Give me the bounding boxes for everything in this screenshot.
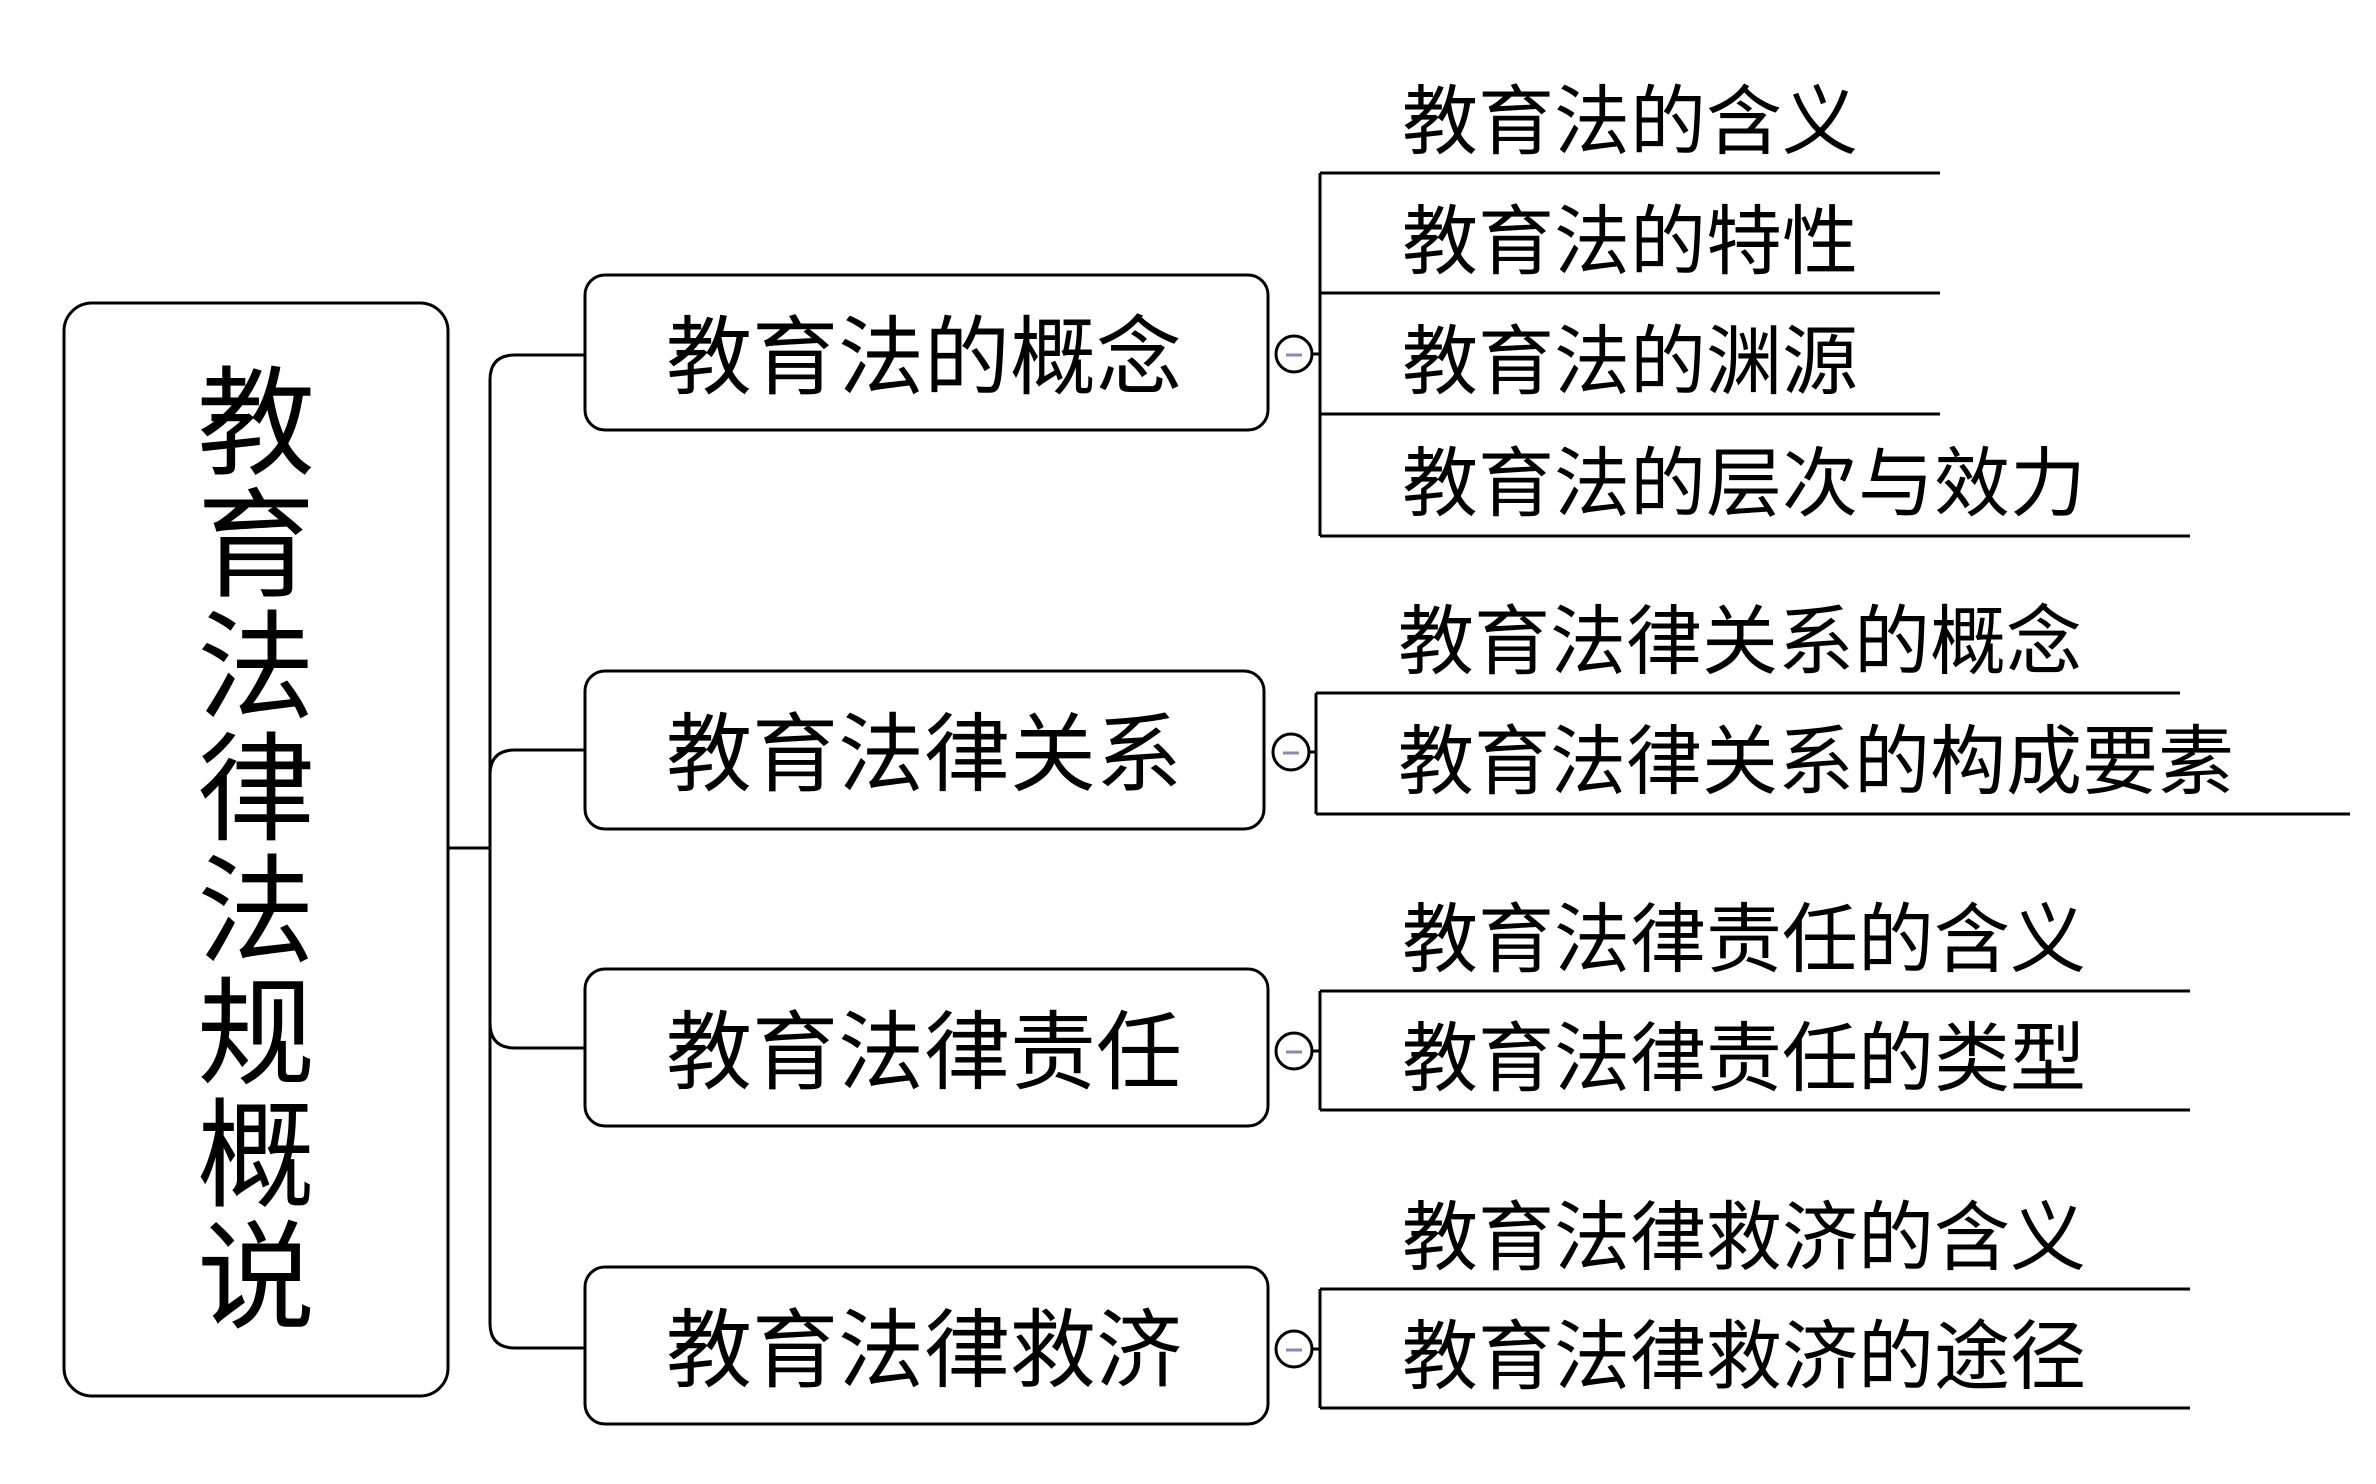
branch-node-concept[interactable]: 教育法的概念 <box>583 273 1270 432</box>
list-item[interactable]: 教育法律关系的构成要素 <box>1316 717 2350 816</box>
collapse-toggle-concept[interactable] <box>1274 334 1314 374</box>
branch-box <box>583 273 1270 432</box>
root-box <box>62 301 450 1398</box>
branch-label: 教育法律关系 <box>666 705 1182 805</box>
list-item[interactable]: 教育法律责任的含义 <box>1320 895 2190 993</box>
collapse-toggle-remedy[interactable] <box>1274 1329 1314 1369</box>
branch-box <box>583 967 1270 1128</box>
connector-branch-2 <box>488 748 585 776</box>
branch-box <box>583 1265 1270 1426</box>
root-label-char: 法 <box>197 843 315 981</box>
list-item[interactable]: 教育法律救济的途径 <box>1320 1312 2190 1410</box>
list-item[interactable]: 教育法的层次与效力 <box>1320 439 2190 538</box>
child-list-concept: 教育法的含义 教育法的特性 教育法的渊源 教育法的层次与效力 <box>1320 77 2190 538</box>
child-label: 教育法的特性 <box>1402 197 1858 286</box>
child-label: 教育法律责任的类型 <box>1402 1014 2086 1103</box>
child-label: 教育法律救济的途径 <box>1402 1312 2086 1401</box>
root-label-char: 规 <box>197 965 315 1103</box>
child-bracket-remedy <box>1312 1289 1322 1408</box>
branch-label: 教育法律救济 <box>666 1301 1182 1401</box>
child-bracket-liability <box>1312 991 1322 1110</box>
root-node[interactable]: 教育法律法规概说 <box>62 301 450 1398</box>
child-list-liability: 教育法律责任的含义 教育法律责任的类型 <box>1320 895 2190 1112</box>
collapse-toggle-liability[interactable] <box>1274 1031 1314 1071</box>
child-list-remedy: 教育法律救济的含义 教育法律救济的途径 <box>1320 1193 2190 1410</box>
list-item[interactable]: 教育法律关系的概念 <box>1316 597 2180 695</box>
root-connectors <box>448 353 585 1350</box>
list-item[interactable]: 教育法的含义 <box>1320 77 1940 175</box>
root-label-char: 律 <box>197 721 315 859</box>
root-spine <box>488 353 585 1350</box>
child-label: 教育法律关系的构成要素 <box>1398 717 2234 806</box>
branch-label: 教育法的概念 <box>666 308 1182 408</box>
child-label: 教育法的渊源 <box>1402 317 1858 406</box>
branch-label: 教育法律责任 <box>666 1003 1182 1103</box>
child-label: 教育法律救济的含义 <box>1402 1193 2086 1282</box>
list-item[interactable]: 教育法的特性 <box>1320 197 1940 295</box>
child-bracket-relation <box>1309 693 1318 814</box>
collapse-toggle-relation[interactable] <box>1271 732 1311 772</box>
child-bracket-concept <box>1312 173 1322 536</box>
branch-node-remedy[interactable]: 教育法律救济 <box>583 1265 1270 1426</box>
branch-box <box>583 669 1266 831</box>
list-item[interactable]: 教育法律救济的含义 <box>1320 1193 2190 1291</box>
branch-node-liability[interactable]: 教育法律责任 <box>583 967 1270 1128</box>
root-label-char: 育 <box>197 477 315 615</box>
root-label-char: 教 <box>197 355 315 493</box>
list-item[interactable]: 教育法的渊源 <box>1320 317 1940 416</box>
root-label-char: 法 <box>197 599 315 737</box>
child-label: 教育法律关系的概念 <box>1398 597 2082 686</box>
child-label: 教育法的含义 <box>1402 77 1858 166</box>
child-list-relation: 教育法律关系的概念 教育法律关系的构成要素 <box>1316 597 2350 816</box>
child-label: 教育法的层次与效力 <box>1402 439 2086 528</box>
root-label-char: 说 <box>197 1209 315 1347</box>
connector-branch-3 <box>488 1022 585 1050</box>
root-label: 教育法律法规概说 <box>197 355 315 1347</box>
branch-node-relation[interactable]: 教育法律关系 <box>583 669 1266 831</box>
list-item[interactable]: 教育法律责任的类型 <box>1320 1014 2190 1112</box>
root-label-char: 概 <box>197 1087 315 1225</box>
child-label: 教育法律责任的含义 <box>1402 895 2086 984</box>
